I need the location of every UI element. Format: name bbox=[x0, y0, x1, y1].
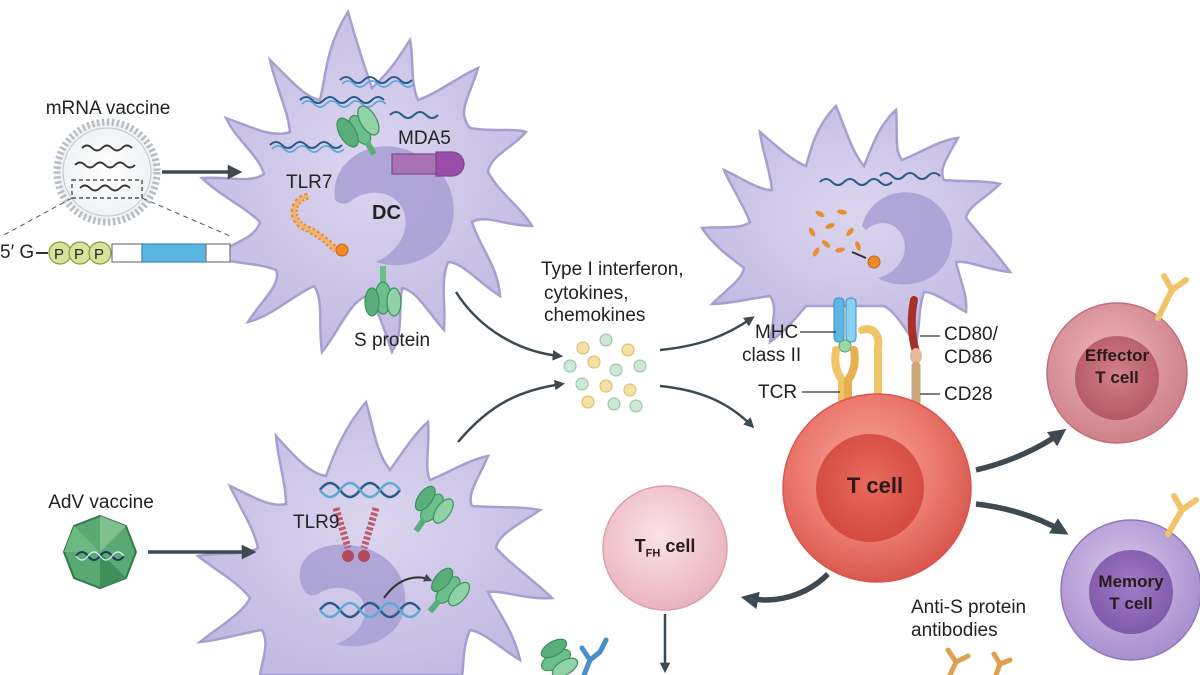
label-leaders bbox=[800, 331, 940, 395]
cd80-label-line2: CD86 bbox=[944, 347, 993, 368]
tfh-cell-label: TFH cell bbox=[605, 536, 725, 560]
tcr-receptor-icon bbox=[831, 346, 859, 416]
mda5-receptor-icon bbox=[391, 151, 465, 177]
effector-label-line2: T cell bbox=[1095, 368, 1139, 387]
cytokine-label-line3: chemokines bbox=[544, 305, 646, 326]
tlr9-receptor-icon bbox=[332, 507, 380, 562]
zoom-line-left bbox=[1, 197, 73, 237]
cap-phosphate-label-1: P bbox=[54, 246, 65, 263]
cd28-label: CD28 bbox=[944, 384, 993, 405]
tlr9-label: TLR9 bbox=[293, 512, 340, 533]
mhc-label-line1: MHC bbox=[755, 322, 799, 343]
memory-label-line2: T cell bbox=[1109, 594, 1153, 613]
arrow-tcell-to-effector bbox=[975, 428, 1067, 473]
degraded-protein-fragments bbox=[808, 209, 861, 257]
cd80-label-line1: CD80/ bbox=[944, 324, 998, 345]
tcr-label: TCR bbox=[758, 382, 798, 403]
dendritic-cell-top bbox=[199, 9, 535, 355]
tlr7-receptor-icon bbox=[290, 192, 349, 257]
arrow-cytokines-to-tcell bbox=[659, 384, 755, 429]
dna-helix-icon bbox=[319, 481, 401, 499]
arrow-dc2-to-cytokines bbox=[457, 379, 566, 443]
s-protein-label: S protein bbox=[354, 330, 431, 351]
cap-phosphate-label-3: P bbox=[94, 246, 105, 263]
adv-vaccine-label: AdV vaccine bbox=[48, 492, 154, 513]
tfh-cell bbox=[602, 485, 728, 611]
cytokine-cluster bbox=[563, 333, 647, 413]
effector-label-line1: Effector bbox=[1084, 346, 1150, 365]
antibody-icon bbox=[945, 647, 1013, 675]
s-protein-icon bbox=[364, 266, 402, 317]
mrna-strands-dc1-light bbox=[271, 80, 415, 153]
mhc-receptor-icon bbox=[833, 297, 857, 353]
zoom-line-right bbox=[141, 197, 231, 237]
transcription-arrow bbox=[383, 573, 433, 599]
cd4-coreceptor-icon bbox=[858, 325, 883, 416]
t-cell-label: T cell bbox=[846, 473, 904, 498]
mrna-strands-dc1 bbox=[269, 76, 439, 149]
tlr7-receptor-icon bbox=[851, 251, 881, 269]
s-protein-icon bbox=[427, 567, 471, 614]
cd80-receptor-icon bbox=[907, 296, 922, 364]
tfh-main-text: T bbox=[634, 536, 646, 556]
memory-t-cell bbox=[1060, 493, 1200, 661]
s-protein-icon bbox=[413, 485, 454, 533]
cap-phosphate-label-2: P bbox=[74, 246, 85, 263]
s-protein-icon bbox=[540, 638, 579, 675]
adenovirus-icon bbox=[62, 514, 138, 590]
five-prime-cap-label: 5′ G bbox=[0, 242, 35, 263]
b-cell-receptor-icon bbox=[579, 637, 609, 675]
dc-label: DC bbox=[372, 202, 401, 224]
tlr7-label: TLR7 bbox=[286, 172, 333, 193]
s-protein-icon bbox=[336, 105, 380, 156]
mhc-label-line2: class II bbox=[742, 345, 802, 366]
cap-phosphate-3 bbox=[88, 241, 112, 265]
memory-label-line1: Memory bbox=[1098, 572, 1164, 591]
t-cell bbox=[782, 393, 972, 583]
tfh-subscript: FH bbox=[645, 547, 661, 560]
arrow-cytokines-to-apc bbox=[659, 316, 755, 352]
effector-t-cell bbox=[1046, 273, 1189, 444]
tfh-rest-text: cell bbox=[660, 536, 696, 556]
arrow-dc1-to-cytokines bbox=[454, 291, 564, 361]
dna-helix-icon bbox=[319, 601, 421, 619]
mrna-construct bbox=[36, 241, 231, 265]
anti-s-label-line1: Anti-S protein bbox=[911, 597, 1027, 618]
anti-s-label-line2: antibodies bbox=[911, 620, 998, 641]
arrow-tcell-to-memory bbox=[975, 501, 1069, 535]
cytokine-label-line2: cytokines, bbox=[544, 283, 629, 304]
lipid-nanoparticle-icon bbox=[53, 118, 161, 226]
cytokine-label-line1: Type I interferon, bbox=[541, 259, 684, 280]
mda5-label: MDA5 bbox=[398, 128, 451, 149]
arrow-tcell-to-tfh bbox=[740, 572, 830, 610]
mrna-strands-apc bbox=[819, 172, 941, 186]
mrna-vaccine-label: mRNA vaccine bbox=[45, 98, 171, 119]
dendritic-cell-bottom bbox=[195, 399, 555, 675]
